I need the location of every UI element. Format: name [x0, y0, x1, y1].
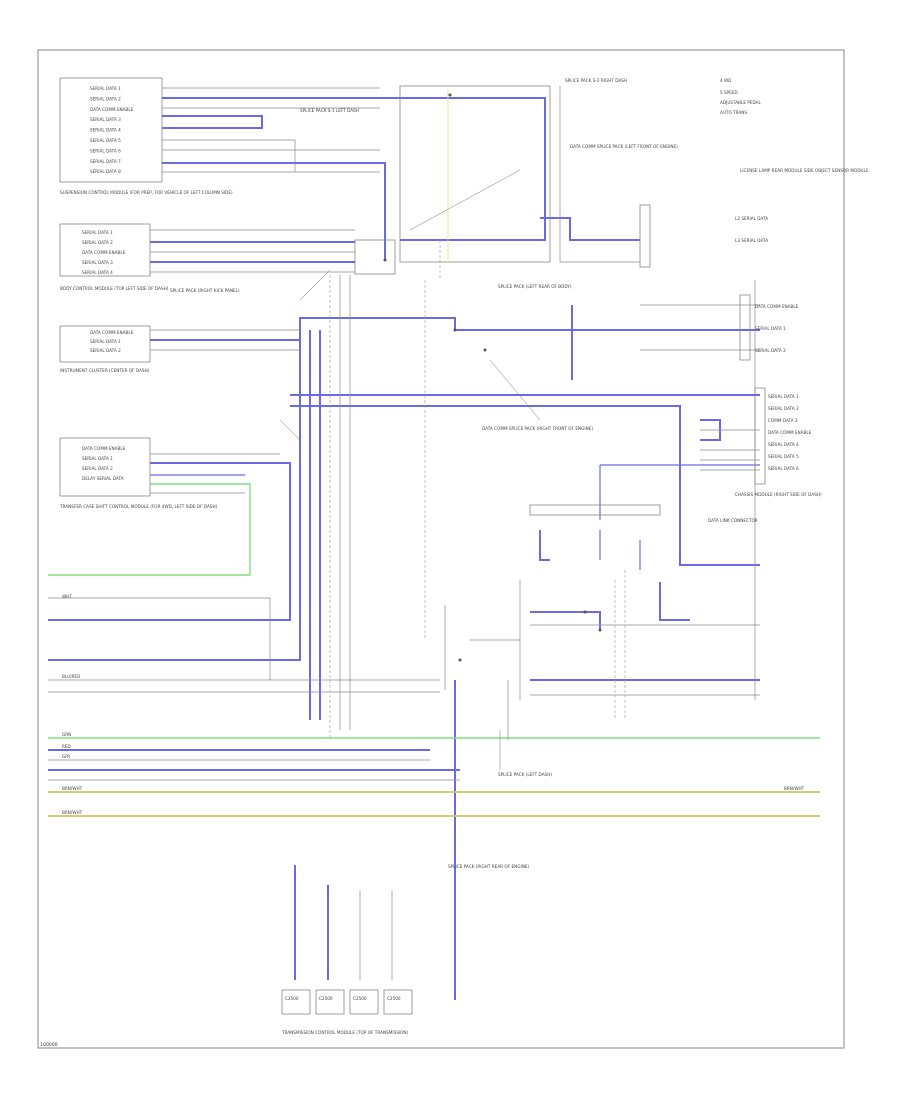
- body-control-module: SERIAL DATA 1 SERIAL DATA 2 DATA COMM ENAB…: [59, 223, 169, 291]
- suspension-pin-8: SERIAL DATA 7: [90, 159, 121, 164]
- wire-label-6: BRN/WHT: [784, 786, 805, 791]
- splice-label-4: SPLICE PACK (LEFT REAR OF BODY): [498, 284, 572, 289]
- thin-blue-wires: [150, 464, 760, 570]
- rear-sensor-pin-2: L3 SERIAL DATA: [735, 238, 768, 243]
- transfer-module-title: TRANSFER CASE SHIFT CONTROL MODULE (FOR …: [59, 504, 218, 509]
- suspension-pin-9: SERIAL DATA 8: [90, 169, 121, 174]
- body-pin-3: DATA COMM ENABLE: [82, 250, 126, 255]
- legend-item-4: AUTO TRANS: [720, 110, 747, 115]
- tcm-connector-label-2: C2500: [319, 996, 333, 1001]
- tcm-connector-2: [315, 989, 345, 1015]
- suspension-pin-5: SERIAL DATA 4: [90, 128, 121, 133]
- wire-label-4: BRN/WHT: [62, 786, 83, 791]
- legend-item-3: ADJUSTABLE PEDAL: [720, 100, 762, 105]
- tcm-connector-1: [281, 989, 311, 1015]
- tcm-connector-label-1: C2500: [285, 996, 299, 1001]
- right-main-pin-4: DATA COMM ENABLE: [768, 430, 812, 435]
- suspension-module-title: SUSPENSION CONTROL MODULE (FOR PREP, FOR…: [60, 190, 233, 195]
- rear-sensor-pin-1: L2 SERIAL DATA: [735, 216, 768, 221]
- rear-sensor-box: [639, 204, 651, 268]
- wire-labels: GRN RED GRY BRN/WHT BRN/WHT BRN/WHT BLU/…: [62, 594, 805, 815]
- wire-label-3: GRY: [62, 754, 71, 759]
- tcm-connector-3: [349, 989, 379, 1015]
- right-ecm-box: [739, 294, 751, 361]
- right-main-box: [754, 387, 766, 485]
- splice-label-8: SPLICE PACK (RIGHT REAR OF ENGINE): [448, 864, 529, 869]
- wire-label-8: WHT: [62, 594, 72, 599]
- tcm-connector-label-3: C2500: [353, 996, 367, 1001]
- body-pin-4: SERIAL DATA 3: [82, 260, 113, 265]
- right-main-title: CHASSIS MODULE (RIGHT SIDE OF DASH): [735, 492, 822, 497]
- left-dash-splice: [354, 239, 396, 275]
- splice-label-2: SPLICE PACK S-2 RIGHT DASH: [565, 78, 627, 83]
- right-main-pin-2: SERIAL DATA 2: [768, 406, 799, 411]
- tcm-title: TRANSMISSION CONTROL MODULE (TOP OF TRAN…: [281, 1030, 409, 1035]
- right-ecm-pin-2: SERIAL DATA 1: [755, 326, 786, 331]
- suspension-pin-6: SERIAL DATA 5: [90, 138, 121, 143]
- right-main-pin-6: SERIAL DATA 5: [768, 454, 799, 459]
- instrument-cluster: DATA COMM ENABLE SERIAL DATA 1 SERIAL DATA…: [59, 325, 151, 373]
- splice-points: [383, 93, 602, 662]
- green-yellow-wires: [48, 90, 820, 817]
- leader-lines: [279, 169, 541, 860]
- body-module-title: BODY CONTROL MODULE (TOP LEFT SIDE OF DA…: [60, 286, 169, 291]
- body-pin-2: SERIAL DATA 2: [82, 240, 113, 245]
- cluster-title: INSTRUMENT CLUSTER (CENTER OF DASH): [60, 368, 150, 373]
- splice-label-1: SPLICE PACK S-1 LEFT DASH: [300, 108, 359, 113]
- diagram-frame: [37, 49, 845, 1049]
- wire-label-7: BLU/RED: [62, 674, 80, 679]
- tcm-connector-label-4: C2500: [387, 996, 401, 1001]
- dlc-box: [529, 504, 661, 516]
- splice-label-5: SPLICE PACK (RIGHT KICK PANEL): [170, 288, 240, 293]
- cluster-pin-1: DATA COMM ENABLE: [90, 330, 134, 335]
- right-main-pin-7: SERIAL DATA 6: [768, 466, 799, 471]
- wire-label-1: GRN: [62, 732, 71, 737]
- legend-item-1: 4 WD: [720, 78, 731, 83]
- cluster-pin-2: SERIAL DATA 1: [90, 339, 121, 344]
- transfer-pin-1: DATA COMM ENABLE: [82, 446, 126, 451]
- tcm-connectors: C2500 C2500 C2500 C2500: [281, 989, 413, 1015]
- central-junction: [399, 85, 551, 263]
- right-main-pin-1: SERIAL DATA 1: [768, 394, 799, 399]
- legend: 4 WD 5 SPEED ADJUSTABLE PEDAL AUTO TRANS: [720, 78, 762, 115]
- suspension-pin-4: SERIAL DATA 3: [90, 117, 121, 122]
- splice-label-7: SPLICE PACK (LEFT DASH): [498, 772, 552, 777]
- body-pin-5: SERIAL DATA 4: [82, 270, 113, 275]
- body-pin-1: SERIAL DATA 1: [82, 230, 113, 235]
- suspension-pin-2: SERIAL DATA 2: [90, 96, 121, 101]
- page-code: 100000: [40, 1042, 58, 1048]
- right-ecm-pin-1: DATA COMM ENABLE: [755, 304, 799, 309]
- cluster-pin-3: SERIAL DATA 2: [90, 348, 121, 353]
- splice-label-3: DATA COMM SPLICE PACK (LEFT FRONT OF ENG…: [570, 144, 678, 149]
- splice-label-6: DATA COMM SPLICE PACK (RIGHT FRONT OF EN…: [482, 426, 593, 431]
- right-main-pin-3: COMM DATA 3: [768, 418, 798, 423]
- right-main-pin-5: SERIAL DATA 4: [768, 442, 799, 447]
- gray-wires: [48, 86, 760, 980]
- transfer-pin-2: SERIAL DATA 1: [82, 456, 113, 461]
- transfer-pin-4: DELAY SERIAL DATA: [82, 476, 124, 481]
- transfer-case-module: DATA COMM ENABLE SERIAL DATA 1 SERIAL DATA…: [59, 437, 218, 509]
- transfer-pin-3: SERIAL DATA 2: [82, 466, 113, 471]
- wire-label-2: RED: [62, 744, 71, 749]
- suspension-pin-1: SERIAL DATA 1: [90, 86, 121, 91]
- legend-item-2: 5 SPEED: [720, 90, 738, 95]
- right-ecm-pin-3: SERIAL DATA 2: [755, 348, 786, 353]
- rear-sensor-title: LICENSE LAMP REAR MODULE SIDE OBJECT SEN…: [740, 168, 869, 173]
- blue-wires: [48, 97, 760, 1000]
- shield-lines: [329, 240, 626, 740]
- suspension-pin-7: SERIAL DATA 6: [90, 148, 121, 153]
- dlc-title: DATA LINK CONNECTOR: [708, 518, 758, 523]
- wire-label-5: BRN/WHT: [62, 810, 83, 815]
- tcm-connector-4: [383, 989, 413, 1015]
- suspension-control-module: SERIAL DATA 1 SERIAL DATA 2 DATA COMM ENAB…: [59, 77, 233, 195]
- suspension-pin-3: DATA COMM ENABLE: [90, 107, 134, 112]
